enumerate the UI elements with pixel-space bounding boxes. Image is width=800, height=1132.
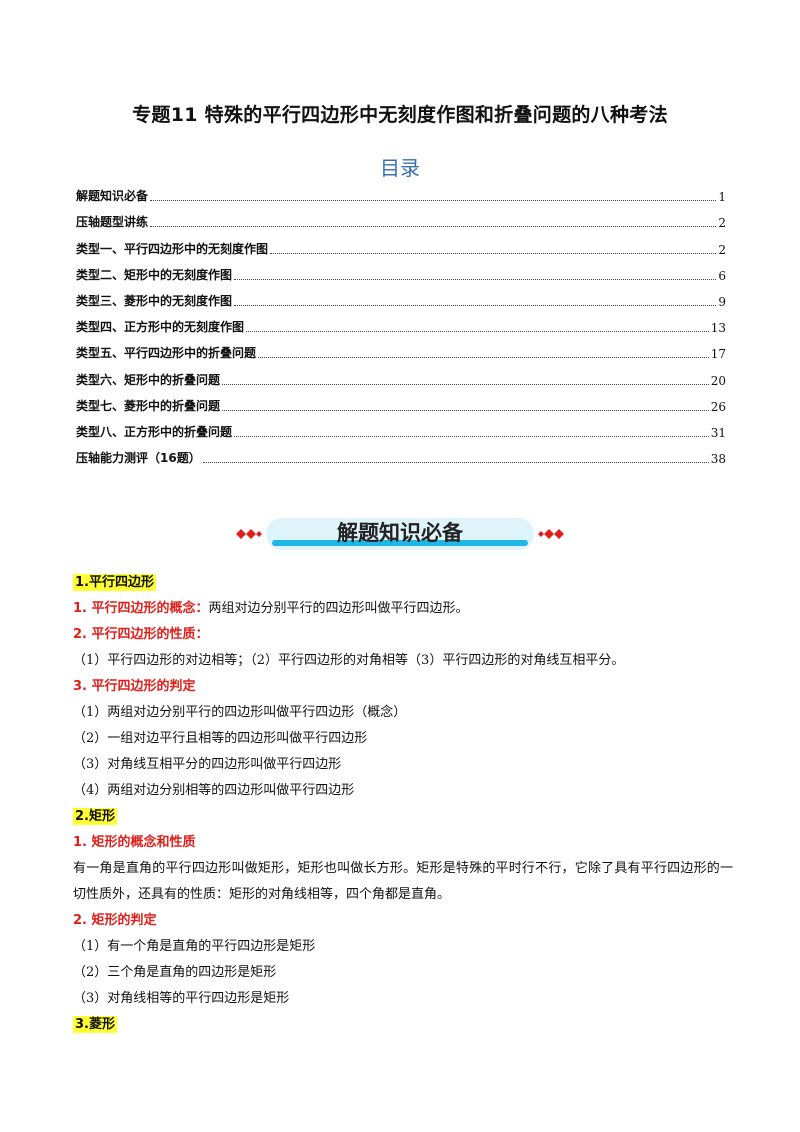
- toc-entry-page: 9: [718, 294, 726, 309]
- toc-entry-page: 38: [710, 452, 726, 467]
- property-line: （1）平行四边形的对边相等；（2）平行四边形的对角相等（3）平行四边形的对角线互…: [73, 653, 625, 668]
- toc-entry-page: 6: [718, 268, 726, 283]
- section-title: 1.平行四边形: [73, 574, 156, 591]
- banner-label: 解题知识必备: [337, 521, 463, 545]
- subheading: 2. 矩形的判定: [73, 913, 157, 928]
- toc-entry[interactable]: 类型一、平行四边形中的无刻度作图 2: [76, 230, 726, 257]
- toc-entry-label: 类型一、平行四边形中的无刻度作图: [76, 241, 269, 256]
- subheading-line: 2. 矩形的判定: [73, 908, 733, 934]
- toc-leader-dots: [258, 357, 709, 359]
- toc-entry-label: 类型五、平行四边形中的折叠问题: [76, 346, 257, 361]
- toc-leader-dots: [234, 304, 717, 306]
- toc-entry-label: 类型八、正方形中的折叠问题: [76, 424, 233, 439]
- toc-leader-dots: [234, 435, 709, 437]
- definition-line: 1. 平行四边形的概念：两组对边分别平行的四边形叫做平行四边形。: [73, 596, 733, 622]
- toc-leader-dots: [246, 331, 709, 333]
- toc-entry-label: 类型四、正方形中的无刻度作图: [76, 320, 245, 335]
- toc-entry-page: 13: [710, 321, 726, 336]
- toc-entry-page: 1: [718, 190, 726, 205]
- subheading: 1. 平行四边形的概念：: [73, 601, 209, 616]
- subheading: 3. 平行四边形的判定: [73, 679, 196, 694]
- toc-entry[interactable]: 类型五、平行四边形中的折叠问题 17: [76, 335, 726, 361]
- toc-entry-page: 17: [710, 347, 726, 362]
- toc-leader-dots: [222, 383, 709, 385]
- toc-leader-dots: [222, 409, 709, 411]
- toc-leader-dots: [202, 462, 709, 464]
- section-heading: 1.平行四边形: [73, 570, 733, 596]
- toc-entry-label: 解题知识必备: [76, 189, 149, 204]
- toc-entry-label: 压轴能力测评（16题）: [76, 451, 201, 466]
- toc-entry-page: 26: [710, 399, 726, 414]
- table-of-contents: 解题知识必备 1 压轴题型讲练 2 类型一、平行四边形中的无刻度作图 2 类型二、矩形…: [76, 178, 726, 466]
- toc-entry[interactable]: 解题知识必备 1: [76, 178, 726, 204]
- section-heading: 3.菱形: [73, 1012, 733, 1038]
- toc-entry-page: 2: [718, 242, 726, 257]
- section-heading: 2.矩形: [73, 804, 733, 830]
- toc-entry[interactable]: 类型七、菱形中的折叠问题 26: [76, 388, 726, 414]
- toc-entry-label: 类型七、菱形中的折叠问题: [76, 398, 221, 413]
- toc-entry-page: 31: [710, 425, 726, 440]
- list-item: （1）两组对边分别平行的四边形叫做平行四边形（概念）: [73, 705, 407, 720]
- toc-entry[interactable]: 压轴能力测评（16题） 38: [76, 440, 726, 466]
- toc-entry[interactable]: 类型三、菱形中的无刻度作图 9: [76, 283, 726, 309]
- banner-underline: [272, 540, 528, 546]
- toc-leader-dots: [234, 278, 717, 280]
- list-item: （2）一组对边平行且相等的四边形叫做平行四边形: [73, 731, 368, 746]
- diamond-decoration-icon: [236, 529, 262, 539]
- section-title: 3.菱形: [73, 1016, 117, 1033]
- toc-heading: 目录: [380, 156, 420, 180]
- toc-entry[interactable]: 类型二、矩形中的无刻度作图 6: [76, 257, 726, 283]
- list-item: （2）三个角是直角的四边形是矩形: [73, 965, 277, 980]
- toc-entry[interactable]: 类型八、正方形中的折叠问题 31: [76, 414, 726, 440]
- toc-leader-dots: [270, 252, 717, 254]
- toc-entry-label: 类型二、矩形中的无刻度作图: [76, 267, 233, 282]
- list-item: （3）对角线相等的平行四边形是矩形: [73, 991, 290, 1006]
- toc-entry[interactable]: 压轴题型讲练 2: [76, 204, 726, 230]
- paragraph: 有一角是直角的平行四边形叫做矩形，矩形也叫做长方形。矩形是特殊的平时行不行，它除…: [73, 861, 733, 902]
- toc-entry-label: 类型六、矩形中的折叠问题: [76, 372, 221, 387]
- diamond-decoration-icon: [538, 529, 564, 539]
- toc-entry-page: 20: [710, 373, 726, 388]
- section-title: 2.矩形: [73, 808, 117, 825]
- toc-entry[interactable]: 类型四、正方形中的无刻度作图 13: [76, 309, 726, 335]
- toc-entry-label: 压轴题型讲练: [76, 215, 149, 230]
- list-item: （1）有一个角是直角的平行四边形是矩形: [73, 939, 316, 954]
- subheading: 1. 矩形的概念和性质: [73, 835, 196, 850]
- subheading: 2. 平行四边形的性质：: [73, 627, 209, 642]
- list-item: （4）两组对边分别相等的四边形叫做平行四边形: [73, 783, 355, 798]
- document-title: 专题11 特殊的平行四边形中无刻度作图和折叠问题的八种考法: [132, 104, 668, 126]
- toc-entry-page: 2: [718, 216, 726, 231]
- subheading-line: 2. 平行四边形的性质：: [73, 622, 733, 648]
- definition-text: 两组对边分别平行的四边形叫做平行四边形。: [208, 601, 469, 616]
- knowledge-content: 1.平行四边形 1. 平行四边形的概念：两组对边分别平行的四边形叫做平行四边形。…: [73, 570, 733, 1038]
- section-banner: 解题知识必备: [230, 514, 570, 554]
- toc-entry-label: 类型三、菱形中的无刻度作图: [76, 293, 233, 308]
- toc-leader-dots: [150, 226, 717, 228]
- toc-entry[interactable]: 类型六、矩形中的折叠问题 20: [76, 361, 726, 388]
- list-item: （3）对角线互相平分的四边形叫做平行四边形: [73, 757, 342, 772]
- subheading-line: 3. 平行四边形的判定: [73, 674, 733, 700]
- toc-leader-dots: [150, 200, 717, 202]
- subheading-line: 1. 矩形的概念和性质: [73, 830, 733, 856]
